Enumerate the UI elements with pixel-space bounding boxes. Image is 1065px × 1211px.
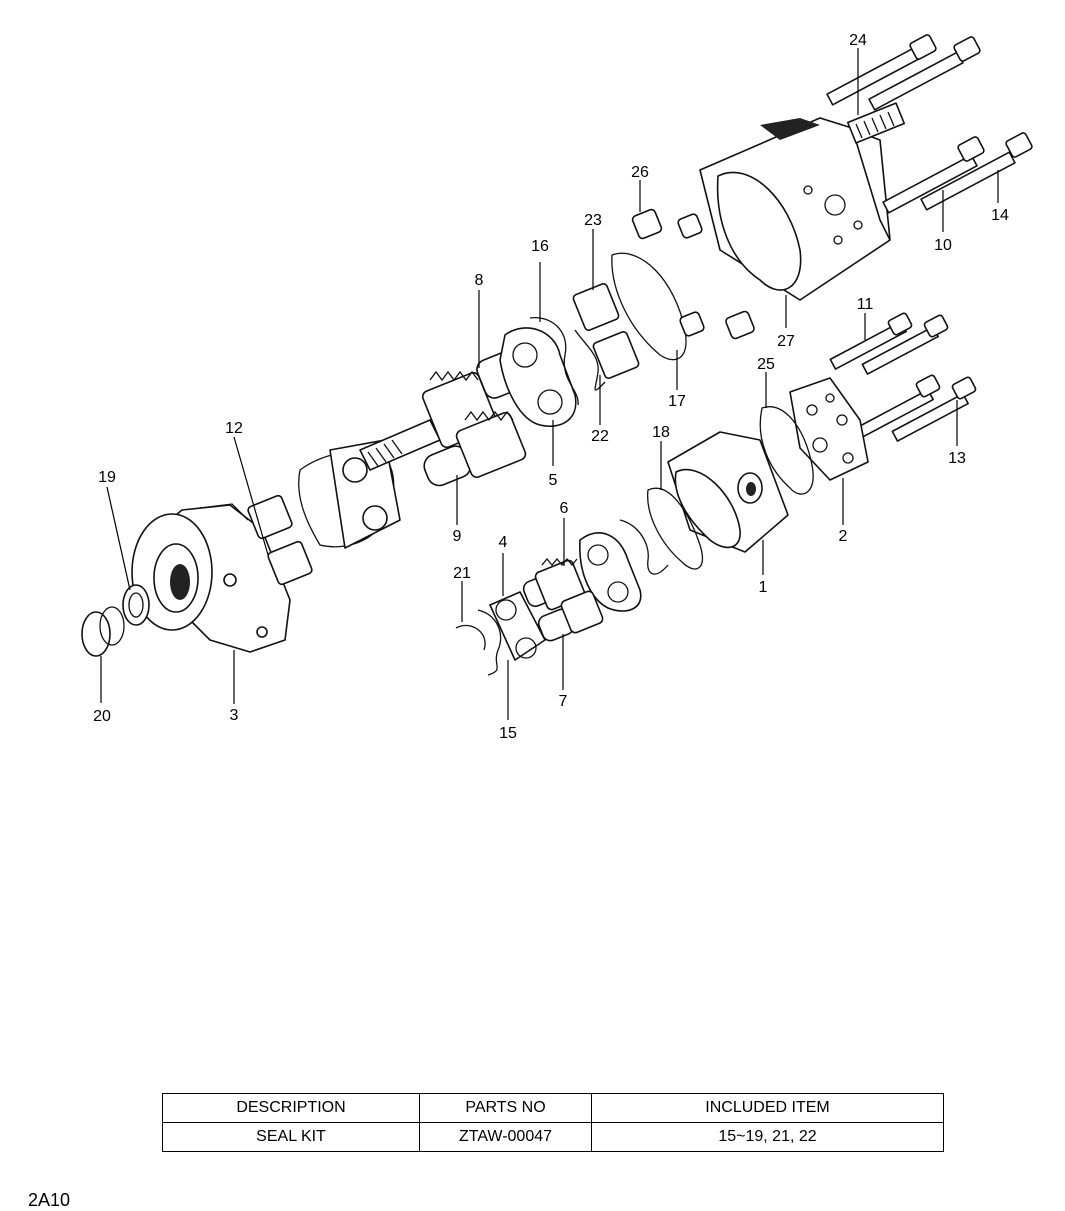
part-19-oil-seal (122, 584, 150, 626)
exploded-view-diagram: 1 2 3 4 5 6 7 8 9 10 11 12 13 14 15 16 1… (81, 32, 1033, 742)
part-20-snap-ring (81, 606, 125, 657)
callout-1: 1 (759, 579, 768, 596)
part-9-driven-gear (423, 410, 527, 487)
part-10-bolt (882, 136, 985, 214)
part-3-front-housing (131, 503, 291, 653)
callout-26: 26 (631, 164, 649, 181)
callout-13: 13 (948, 450, 966, 467)
callout-14: 14 (991, 207, 1009, 224)
callout-19: 19 (98, 469, 116, 486)
part-18-o-ring (647, 487, 704, 570)
part-22-seal (574, 329, 606, 391)
callout-3: 3 (230, 707, 239, 724)
callout-9: 9 (453, 528, 462, 545)
callout-22: 22 (591, 428, 609, 445)
callout-5: 5 (549, 472, 558, 489)
callout-7: 7 (559, 693, 568, 710)
callout-25: 25 (757, 356, 775, 373)
part-6-gear (522, 557, 586, 611)
part-21-seal (455, 624, 486, 651)
page-code: 2A10 (28, 1190, 71, 1210)
callout-17: 17 (668, 393, 686, 410)
part-27-rear-cover (699, 117, 891, 301)
part-4-bushing-block (489, 591, 546, 661)
cell-parts-no: ZTAW-00047 (419, 1122, 592, 1152)
part-14-bolt (920, 132, 1033, 211)
part-2-end-plate (789, 377, 869, 481)
cell-description: SEAL KIT (162, 1122, 420, 1152)
column-header-parts-no: PARTS NO (419, 1093, 592, 1123)
part-left-side-plate (298, 439, 401, 549)
part-15-seal (477, 609, 502, 676)
part-13-bolts (856, 374, 977, 442)
part-12-bushings (247, 494, 313, 586)
part-1-gear-housing (667, 431, 789, 553)
callout-2: 2 (839, 528, 848, 545)
callout-27: 27 (777, 333, 795, 350)
part-24-spline-shaft (846, 102, 906, 144)
callout-6: 6 (560, 500, 569, 517)
part-11-bolts (829, 312, 949, 375)
part-rear-side-plate (579, 519, 669, 612)
part-7-gear (537, 590, 604, 642)
callout-20: 20 (93, 708, 111, 725)
callout-10: 10 (934, 237, 952, 254)
callout-18: 18 (652, 424, 670, 441)
table-row: SEAL KIT ZTAW-00047 15~19, 21, 22 (162, 1122, 944, 1152)
column-header-included-item: INCLUDED ITEM (591, 1093, 944, 1123)
callout-11: 11 (857, 296, 874, 313)
part-17-o-ring (611, 252, 687, 361)
leader-lines (100, 48, 999, 720)
part-16-seal (529, 317, 579, 406)
part-23-bushings (572, 283, 640, 379)
callout-4: 4 (499, 534, 508, 551)
callout-16: 16 (531, 238, 549, 255)
table-header-row: DESCRIPTION PARTS NO INCLUDED ITEM (162, 1093, 944, 1123)
part-25-o-ring (759, 406, 814, 495)
callout-8: 8 (475, 272, 484, 289)
callout-21: 21 (453, 565, 471, 582)
callout-23: 23 (584, 212, 602, 229)
callout-12: 12 (225, 420, 243, 437)
seal-kit-table: DESCRIPTION PARTS NO INCLUDED ITEM SEAL … (162, 1093, 944, 1152)
part-26-bushing (631, 208, 755, 340)
part-5-side-plate (499, 327, 577, 427)
part-24-bolts (826, 34, 981, 111)
column-header-description: DESCRIPTION (162, 1093, 420, 1123)
cell-included-item: 15~19, 21, 22 (591, 1122, 944, 1152)
callout-24: 24 (849, 32, 867, 49)
callouts: 1 2 3 4 5 6 7 8 9 10 11 12 13 14 15 16 1… (93, 32, 1009, 742)
callout-15: 15 (499, 725, 517, 742)
